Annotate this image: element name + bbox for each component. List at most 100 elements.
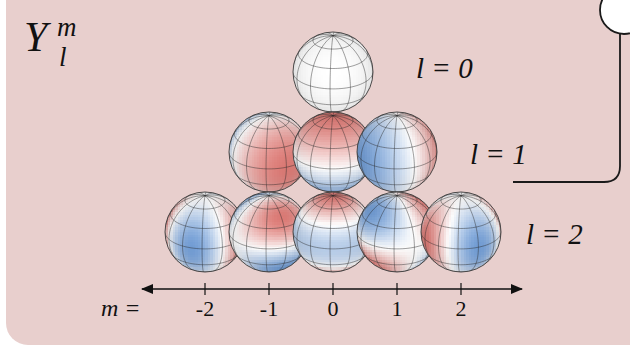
surface-cell xyxy=(356,82,359,85)
surface-cell xyxy=(358,70,361,73)
surface-cell xyxy=(269,160,272,163)
surface-cell xyxy=(321,85,324,88)
surface-cell xyxy=(338,50,341,53)
surface-cell xyxy=(287,142,290,145)
surface-cell xyxy=(257,135,260,138)
surface-cell xyxy=(292,127,295,130)
surface-cell xyxy=(358,52,361,55)
surface-cell xyxy=(343,105,346,108)
surface-cell xyxy=(303,65,306,68)
surface-cell xyxy=(269,167,272,170)
surface-cell xyxy=(346,95,349,98)
surface-cell xyxy=(289,150,292,153)
surface-cell xyxy=(289,187,292,190)
surface-cell xyxy=(316,90,319,93)
surface-cell xyxy=(259,157,262,160)
surface-cell xyxy=(259,130,262,133)
surface-cell xyxy=(343,122,346,125)
surface-cell xyxy=(282,157,285,160)
surface-cell xyxy=(353,102,356,105)
surface-cell xyxy=(356,70,359,73)
surface-cell xyxy=(348,62,351,65)
surface-cell xyxy=(282,132,285,135)
surface-cell xyxy=(311,130,314,133)
surface-cell xyxy=(254,162,257,165)
grid-line xyxy=(269,116,286,191)
surface-cell xyxy=(336,42,339,45)
surface-cell xyxy=(341,72,344,75)
surface-cell xyxy=(326,92,329,95)
surface-cell xyxy=(351,97,354,100)
surface-cell xyxy=(316,130,319,133)
surface-cell xyxy=(292,177,295,180)
surface-cell xyxy=(321,42,324,45)
surface-cell xyxy=(321,70,324,73)
surface-cell xyxy=(358,47,361,50)
surface-cell xyxy=(287,172,290,175)
surface-cell xyxy=(287,140,290,143)
surface-cell xyxy=(311,62,314,65)
surface-cell xyxy=(298,72,301,75)
surface-cell xyxy=(336,55,339,58)
surface-cell xyxy=(269,157,272,160)
surface-cell xyxy=(303,47,306,50)
surface-cell xyxy=(338,100,341,103)
surface-cell xyxy=(272,150,275,153)
surface-cell xyxy=(274,137,277,140)
surface-cell xyxy=(318,72,321,75)
surface-cell xyxy=(348,32,351,35)
surface-cell xyxy=(277,147,280,150)
surface-cell xyxy=(247,137,250,140)
surface-cell xyxy=(343,92,346,95)
surface-cell xyxy=(272,132,275,135)
surface-cell xyxy=(239,147,242,150)
surface-cell xyxy=(341,95,344,98)
surface-cell xyxy=(272,160,275,163)
surface-cell xyxy=(287,157,290,160)
surface-cell xyxy=(237,135,240,138)
surface-cell xyxy=(262,140,265,143)
surface-cell xyxy=(338,107,341,110)
surface-cell xyxy=(356,67,359,70)
surface-cell xyxy=(279,182,282,185)
surface-cell xyxy=(277,172,280,175)
surface-cell xyxy=(361,47,364,50)
surface-cell xyxy=(284,132,287,135)
surface-cell xyxy=(356,60,359,63)
surface-cell xyxy=(306,80,309,83)
surface-cell xyxy=(262,145,265,148)
surface-cell xyxy=(346,80,349,83)
surface-cell xyxy=(348,105,351,108)
surface-cell xyxy=(257,160,260,163)
surface-cell xyxy=(274,130,277,133)
surface-cell xyxy=(356,95,359,98)
surface-cell xyxy=(321,82,324,85)
surface-cell xyxy=(336,130,339,133)
surface-cell xyxy=(336,52,339,55)
surface-cell xyxy=(336,132,339,135)
surface-cell xyxy=(318,92,321,95)
surface-cell xyxy=(287,132,290,135)
surface-cell xyxy=(346,50,349,53)
bracket-line xyxy=(513,34,620,182)
surface-cell xyxy=(328,132,331,135)
surface-cell xyxy=(328,85,331,88)
surface-cell xyxy=(259,162,262,165)
surface-cell xyxy=(252,160,255,163)
surface-cell xyxy=(272,187,275,190)
surface-cell xyxy=(333,100,336,103)
surface-cell xyxy=(326,130,329,133)
surface-cell xyxy=(279,175,282,178)
surface-cell xyxy=(316,47,319,50)
surface-cell xyxy=(257,177,260,180)
surface-cell xyxy=(269,127,272,130)
surface-cell xyxy=(356,97,359,100)
surface-cell xyxy=(279,145,282,148)
surface-cell xyxy=(348,55,351,58)
surface-cell xyxy=(321,105,324,108)
surface-cell xyxy=(361,127,364,130)
surface-cell xyxy=(262,125,265,128)
surface-cell xyxy=(269,140,272,143)
surface-cell xyxy=(311,132,314,135)
surface-cell xyxy=(331,70,334,73)
